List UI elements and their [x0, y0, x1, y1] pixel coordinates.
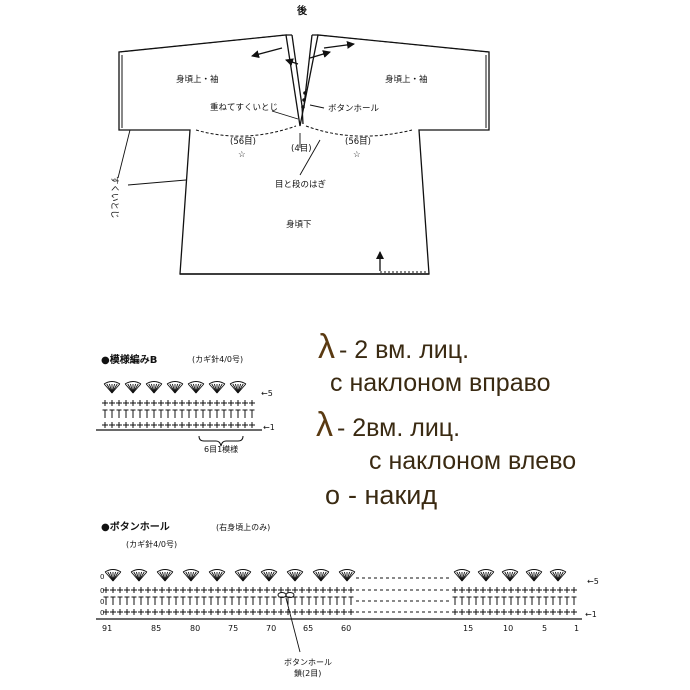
axis-tick-label: 91: [102, 624, 112, 633]
pattern-b-labels: ←5 ←1 6目1模様: [204, 389, 275, 454]
axis-tick-label: 80: [190, 624, 200, 633]
legend-line-5: о- накид: [325, 480, 438, 510]
arrow-left: [251, 47, 283, 59]
grafting-label: 目と段のはぎ: [275, 179, 327, 190]
buttonhole-dot: [301, 105, 305, 109]
legend-line-2: с наклоном вправо: [330, 369, 551, 397]
side-seam-leader: [117, 129, 131, 179]
buttonhole-labels: ←5 ←1 ボタンホール 鎖(2目): [284, 577, 599, 678]
svg-text:0: 0: [100, 598, 104, 606]
svg-text:(カギ針4/0号): (カギ針4/0号): [126, 539, 177, 549]
svg-text:0: 0: [100, 609, 104, 617]
pattern-b-chart: [96, 381, 262, 431]
pattern-b-repeat: 6目1模様: [204, 444, 238, 454]
axis-tick-label: 15: [463, 624, 473, 633]
garment-schematic: [117, 34, 490, 275]
legend-line-4: с наклоном влево: [369, 447, 577, 475]
svg-text:●ボタンホール: ●ボタンホール: [101, 520, 170, 533]
arrow-up-left: [285, 58, 299, 67]
arrow-right: [323, 40, 355, 49]
svg-text:(右身頃上のみ): (右身頃上のみ): [216, 522, 270, 532]
yoke-arc-left: [195, 125, 297, 137]
pattern-b-row-bottom: ←1: [263, 423, 275, 432]
pattern-b-row-top: ←5: [261, 389, 273, 398]
buttonhole-chart: 0 0 0 0: [96, 569, 582, 653]
legend-line-3: λ- 2вм. лиц.: [316, 406, 461, 444]
svg-text:●模様編みB: ●模様編みB: [101, 353, 157, 366]
left-stitch-count: (56目): [230, 137, 256, 147]
axis-tick-label: 70: [266, 624, 276, 633]
arrow-up-right: [309, 50, 331, 59]
axis-tick-label: 60: [341, 624, 351, 633]
buttonhole-row-top: ←5: [587, 577, 599, 586]
upper-left-label: 身頃上・袖: [176, 74, 219, 85]
top-label: 後: [297, 4, 308, 17]
axis-tick-label: 85: [151, 624, 161, 633]
pattern-b-repeat-brace: [198, 435, 244, 447]
svg-text:(カギ針4/0号): (カギ針4/0号): [192, 354, 243, 364]
buttonhole-row-bottom: ←1: [585, 610, 597, 619]
axis-tick-label: 65: [303, 624, 313, 633]
overlap-label: 重ねてすくいとじ: [210, 102, 278, 113]
top-dashed-line: [118, 34, 490, 53]
axis-tick-label: 75: [228, 624, 238, 633]
svg-text:0: 0: [100, 573, 104, 581]
axis-tick-label: 5: [542, 624, 547, 633]
right-lean-decrease-icon: λ: [318, 328, 335, 366]
upper-right-label: 身頃上・袖: [385, 74, 428, 85]
buttonhole-dot: [302, 98, 306, 102]
pattern-b-title: ●模様編みB (カギ針4/0号): [101, 353, 243, 366]
buttonhole-axis-labels: 91 85 80 75 70 65 60 15 10 5 1: [102, 624, 579, 633]
upper-body-outline: [118, 34, 490, 275]
center-stitch-count: (4目): [291, 144, 312, 154]
svg-text:0: 0: [100, 587, 104, 595]
right-stitch-count: (56目): [345, 137, 371, 147]
axis-tick-label: 1: [574, 624, 579, 633]
buttonhole-callout-sub: 鎖(2目): [294, 668, 321, 678]
side-seam-label: すくいとじ: [109, 176, 119, 219]
axis-tick-label: 10: [503, 624, 513, 633]
yoke-arc-right: [305, 125, 413, 137]
lower-body-label: 身頃下: [286, 219, 312, 230]
left-lean-decrease-icon: λ: [316, 406, 333, 444]
right-star: ☆: [353, 150, 361, 160]
buttonhole-title: ●ボタンホール (右身頃上のみ) (カギ針4/0号): [101, 520, 270, 549]
buttonhole-callout: ボタンホール: [284, 658, 332, 667]
yarn-over-icon: о: [325, 480, 341, 510]
buttonhole-dot: [303, 91, 307, 95]
garment-labels: 後 身頃上・袖 身頃上・袖 重ねてすくいとじ ボタンホール (56目) (4目)…: [109, 4, 428, 230]
left-star: ☆: [238, 150, 246, 160]
legend-line-1: λ- 2 вм. лиц.: [318, 328, 470, 366]
buttonhole-label: ボタンホール: [328, 104, 380, 114]
